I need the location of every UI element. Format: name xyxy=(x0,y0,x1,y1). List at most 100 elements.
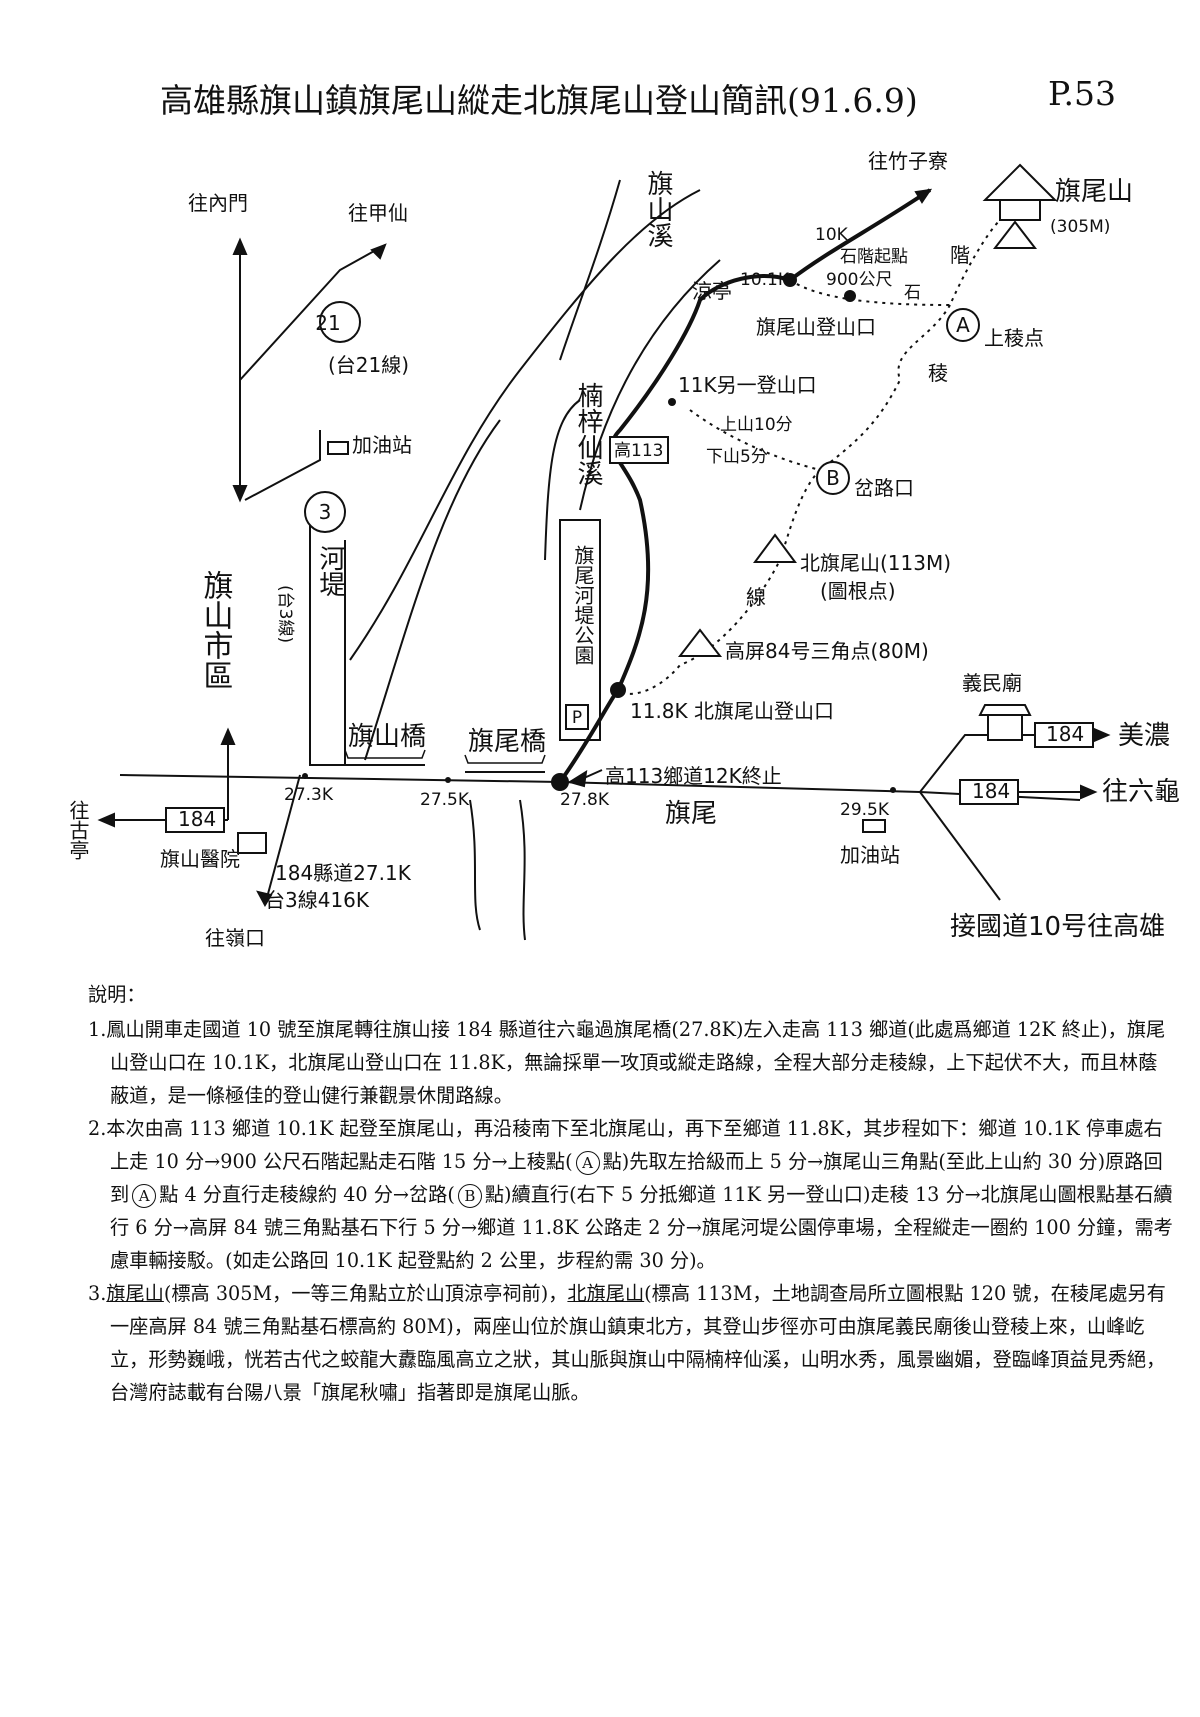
note-3-num: 3. xyxy=(88,1282,107,1305)
river-bank-5 xyxy=(469,799,481,931)
arrow-lingkou-icon xyxy=(256,890,273,908)
label-to-liugui: 往六龜 xyxy=(1102,777,1180,807)
label-11-8k: 11.8K 北旗尾山登山口 xyxy=(630,699,834,723)
label-levee: 河堤 xyxy=(315,545,345,597)
road-to-freeway xyxy=(919,791,1001,901)
label-10k: 10K xyxy=(815,225,849,245)
temple-icon xyxy=(978,704,1032,741)
marker-11k xyxy=(668,398,676,406)
arrow-qishan-down-icon xyxy=(232,485,248,503)
triangle-qiwei-icon xyxy=(992,220,1038,249)
label-ridge-a: 上稜点 xyxy=(984,326,1044,350)
label-point-b: B xyxy=(826,466,840,490)
label-to-zhuzhai: 往竹子寮 xyxy=(868,149,948,173)
label-184-c: 184 xyxy=(972,779,1010,803)
label-north-qiwei-sub: (圖根点) xyxy=(820,579,896,603)
label-qiwei-mountain: 旗尾山 xyxy=(1055,177,1133,207)
point-b-circle xyxy=(816,461,850,495)
label-gaoping84: 高屏84号三角点(80M) xyxy=(725,639,929,663)
label-route3: (台3線) xyxy=(275,585,295,643)
label-north-qiwei: 北旗尾山(113M) xyxy=(800,551,951,575)
arrow-jiaxian-icon xyxy=(370,243,387,260)
point-a-badge-2: A xyxy=(132,1184,157,1208)
label-down-time: 下山5分 xyxy=(706,447,768,467)
label-to-meinong: 美濃 xyxy=(1118,721,1170,751)
road-3-south xyxy=(264,774,301,906)
label-end-note: 高113鄉道12K終止 xyxy=(605,764,782,788)
label-qishan-hospital: 旗山醫院 xyxy=(160,847,240,871)
label-qishan-river: 旗山溪 xyxy=(643,170,673,248)
label-up-time: 上山10分 xyxy=(720,415,793,435)
label-stairs-word: 石 xyxy=(904,283,921,303)
bridge-qishan-bracket xyxy=(344,749,426,759)
marker-stairs xyxy=(844,290,856,302)
marker-27-5k xyxy=(445,777,451,783)
label-stairs-word-2: 階 xyxy=(950,243,970,267)
label-184-b: 184 xyxy=(1046,722,1084,746)
label-gas-station-2: 加油站 xyxy=(840,843,900,867)
label-27-8k: 27.8K xyxy=(560,790,610,810)
label-to-neimen: 往內門 xyxy=(188,191,248,215)
road-21 xyxy=(239,244,386,500)
label-184-a: 184 xyxy=(178,807,216,831)
label-to-lingkou: 往嶺口 xyxy=(205,926,265,950)
hand-drawn-map: 往內門 往甲仙 往竹子寮 旗尾山 (305M) 21 (台21線) 3 (台3線… xyxy=(66,149,1180,950)
label-stairs-dist: 900公尺 xyxy=(826,270,892,290)
label-county184-note: 184縣道27.1K xyxy=(275,861,412,885)
arrow-guting-icon xyxy=(97,812,115,828)
note-1: 1.鳳山開車走國道 10 號至旗尾轉往旗山接 184 縣道往六龜過旗尾橋(27.… xyxy=(88,1018,1166,1107)
label-29-5k: 29.5K xyxy=(840,800,890,820)
label-qiwei-village: 旗尾 xyxy=(665,799,717,829)
label-yimin-temple: 義民廟 xyxy=(962,671,1022,695)
route-21-circle xyxy=(319,301,361,343)
label-stairs-start: 石階起點 xyxy=(840,247,908,267)
label-qishan-city: 旗山市區 xyxy=(198,570,233,690)
arrow-end-note-icon xyxy=(567,770,588,788)
road-184-box-a xyxy=(165,807,225,833)
road-184-box-c xyxy=(959,779,1019,805)
label-qiwei-height: (305M) xyxy=(1050,217,1110,237)
label-park-p: P xyxy=(572,708,582,728)
label-road-113: 高113 xyxy=(614,441,663,461)
river-bank-1 xyxy=(349,189,701,661)
levee-west xyxy=(309,520,346,766)
label-ridge-line: 線 xyxy=(746,585,766,609)
gas-station-icon-1 xyxy=(327,441,349,455)
note-3-part-b: (標高 113M，土地調查局所立圖根點 120 號，在稜尾處另有一座高屏 84 … xyxy=(110,1282,1166,1404)
triangle-gaoping84-icon xyxy=(677,628,723,657)
note-2-part-a: 2.本次由高 113 鄉道 10.1K 起登至旗尾山，再沿稜南下至北旗尾山，再下… xyxy=(88,1117,1163,1173)
trail xyxy=(617,219,1001,695)
point-a-circle xyxy=(946,308,980,342)
label-11k-other: 11K另一登山口 xyxy=(678,373,817,397)
label-27-3k: 27.3K xyxy=(284,785,334,805)
label-point-a: A xyxy=(956,313,970,337)
marker-27-8k xyxy=(551,773,569,791)
label-park: 旗尾河堤公園 xyxy=(571,545,595,665)
label-qishan-bridge: 旗山橋 xyxy=(348,722,426,752)
label-gas-station-1: 加油站 xyxy=(352,433,412,457)
arrow-neimen-icon xyxy=(232,237,248,255)
hospital-icon xyxy=(237,832,267,854)
label-27-5k: 27.5K xyxy=(420,790,470,810)
note-2-part-d: 點)續直行(右下 5 分抵鄉道 11K 另一登山口)走稜 13 分→北旗尾山圖根… xyxy=(110,1183,1173,1272)
marker-27-3k xyxy=(302,773,308,779)
label-to-freeway: 接國道10号往高雄 xyxy=(950,912,1165,942)
bridge-qiwei-bracket xyxy=(464,754,546,764)
label-to-guting: 往古亭 xyxy=(66,800,90,860)
page-number: P.53 xyxy=(1048,74,1116,113)
label-nanzixian-river: 楠梓仙溪 xyxy=(573,382,603,486)
note-3-name-1: 旗尾山 xyxy=(106,1282,164,1305)
notes-heading: 說明： xyxy=(88,983,146,1006)
label-route21: (台21線) xyxy=(328,353,409,377)
notes-section: 說明： 1.鳳山開車走國道 10 號至旗尾轉往旗山接 184 縣道往六龜過旗尾橋… xyxy=(88,978,1173,1409)
park-area xyxy=(559,519,601,741)
road-3 xyxy=(244,430,321,501)
note-2-part-c: 點 4 分直行走稜線約 40 分→岔路( xyxy=(159,1183,455,1206)
label-qiwei-bridge: 旗尾橋 xyxy=(468,727,546,757)
arrow-qishan-up-icon xyxy=(220,727,236,745)
label-to-jiaxian: 往甲仙 xyxy=(348,201,408,225)
river-bank-3 xyxy=(579,259,721,511)
label-fork-b: 岔路口 xyxy=(854,476,914,500)
label-10-1k: 10.1K xyxy=(740,270,790,290)
note-3: 3.旗尾山(標高 305M，一等三角點立於山頂涼亭祠前)，北旗尾山(標高 113… xyxy=(88,1277,1173,1409)
